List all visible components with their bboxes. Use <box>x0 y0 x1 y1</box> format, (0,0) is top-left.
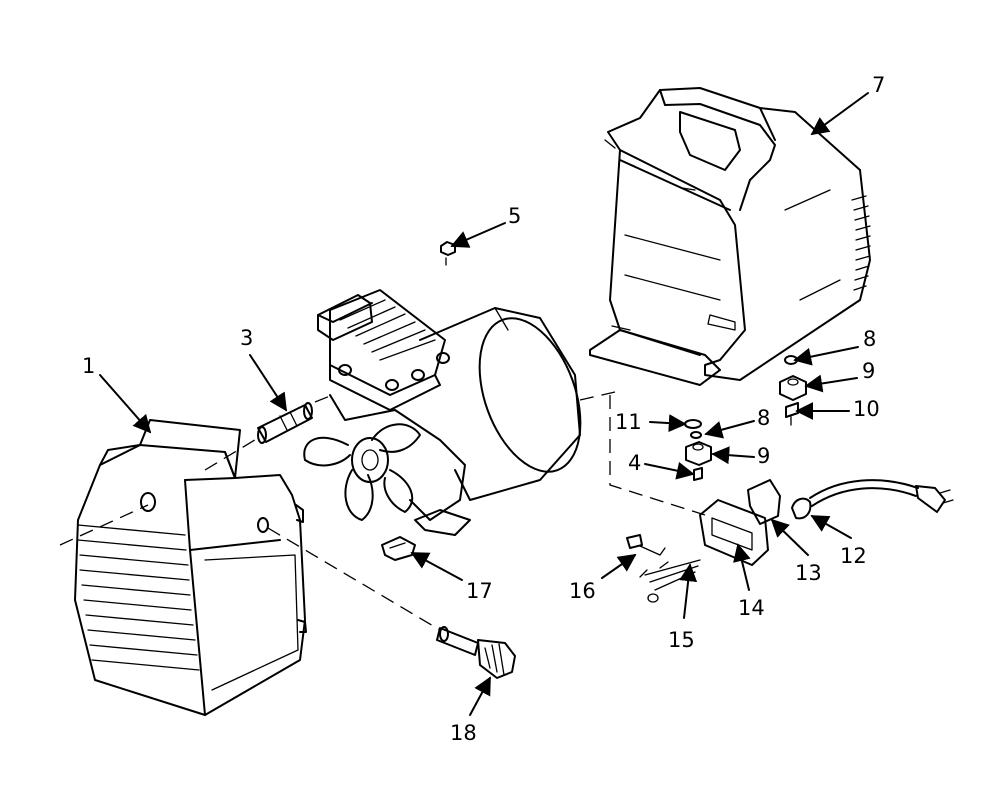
part-7-rear-shroud <box>589 87 871 386</box>
callout-16: 16 <box>569 579 596 603</box>
callout-5: 5 <box>508 204 521 228</box>
leader-arrows <box>99 92 869 716</box>
callout-9-upper: 9 <box>862 359 875 383</box>
callout-3: 3 <box>240 326 253 350</box>
callout-7: 7 <box>872 73 885 97</box>
part-1-front-shroud <box>74 419 307 716</box>
callout-9-lower: 9 <box>757 444 770 468</box>
callout-12: 12 <box>840 544 867 568</box>
callout-17: 17 <box>466 579 493 603</box>
part-17-clip <box>381 536 416 561</box>
callout-13: 13 <box>795 561 822 585</box>
part-3-fitting <box>257 402 313 444</box>
motor-pump-assembly <box>303 289 582 536</box>
part-18-knob <box>436 626 516 679</box>
center-lines <box>59 391 706 631</box>
part-5-nut <box>440 241 456 266</box>
callout-18: 18 <box>450 721 477 745</box>
callout-8-lower: 8 <box>757 406 770 430</box>
callout-4: 4 <box>628 451 641 475</box>
callout-11: 11 <box>615 410 642 434</box>
callout-1: 1 <box>82 354 95 378</box>
part-14-switch-box <box>699 479 781 566</box>
callout-15: 15 <box>668 628 695 652</box>
part-15-wires <box>639 559 701 603</box>
right-mount-hardware <box>684 355 807 481</box>
callout-8-upper: 8 <box>863 327 876 351</box>
callout-10: 10 <box>853 397 880 421</box>
part-12-cord <box>791 479 954 520</box>
part-16-terminal <box>626 534 666 556</box>
callout-14: 14 <box>738 596 765 620</box>
callout-labels: 1 3 4 5 7 8 8 9 9 10 11 12 13 14 15 16 1… <box>82 73 885 745</box>
